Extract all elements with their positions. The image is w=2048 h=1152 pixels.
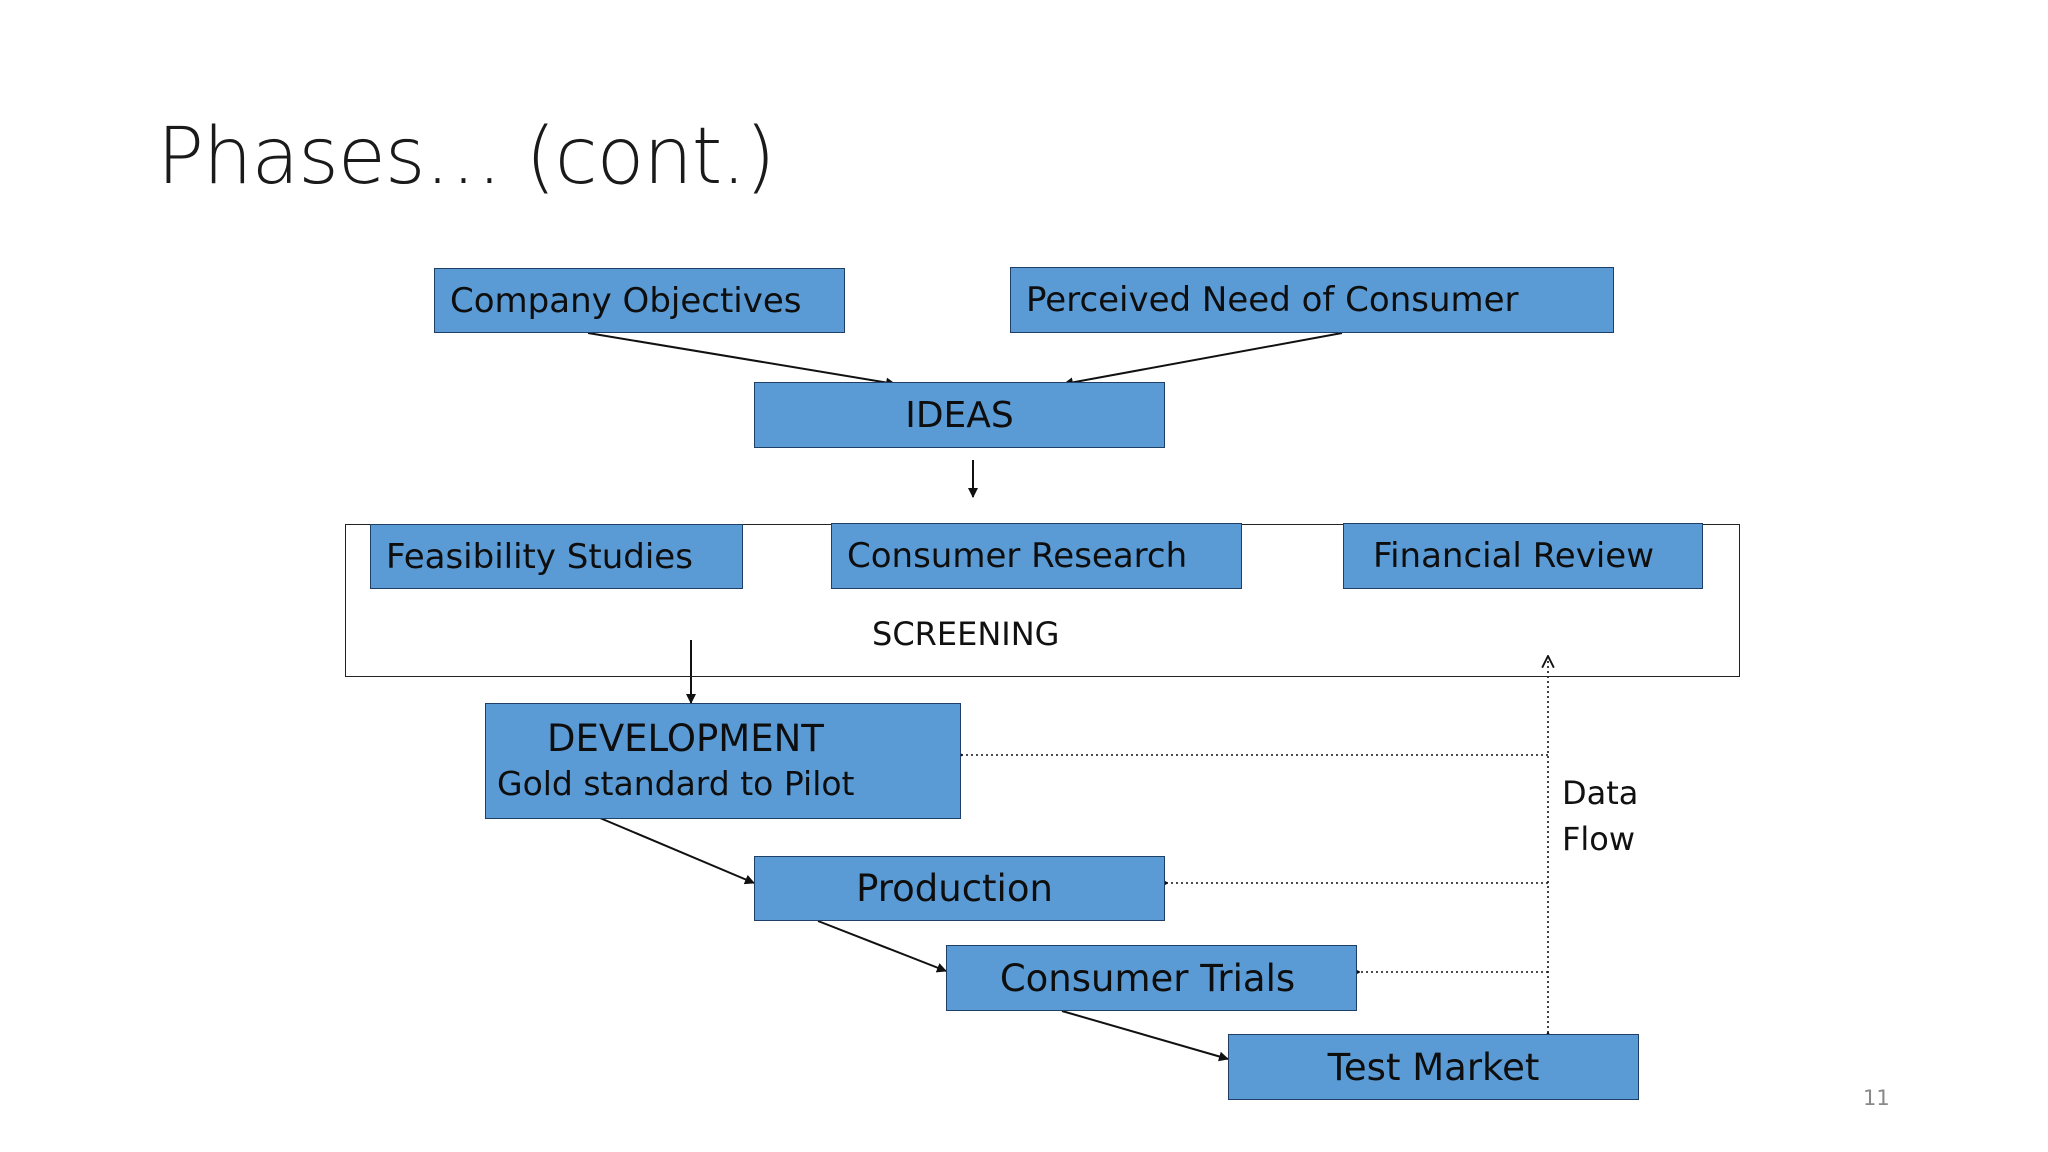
perceived-need-label: Perceived Need of Consumer	[1026, 280, 1519, 320]
feasibility-studies-label: Feasibility Studies	[386, 536, 693, 577]
perceived-need-box: Perceived Need of Consumer	[1010, 267, 1614, 333]
production-box: Production	[754, 856, 1165, 921]
consumer-research-box: Consumer Research	[831, 523, 1242, 589]
development-box: DEVELOPMENT Gold standard to Pilot	[485, 703, 961, 819]
dataflow-label-line1: Data	[1562, 774, 1639, 812]
company-objectives-box: Company Objectives	[434, 268, 845, 333]
arrow-objectives-to-ideas	[587, 332, 896, 388]
arrow-need-to-ideas	[1063, 332, 1343, 388]
financial-review-box: Financial Review	[1343, 523, 1703, 589]
arrow-development-to-production	[599, 817, 755, 885]
arrow-production-to-trials	[817, 920, 947, 973]
ideas-label: IDEAS	[905, 394, 1014, 436]
financial-review-label: Financial Review	[1373, 536, 1654, 576]
test-market-box: Test Market	[1228, 1034, 1639, 1100]
consumer-research-label: Consumer Research	[847, 536, 1188, 576]
production-label: Production	[856, 867, 1053, 910]
slide-title: Phases… (cont.)	[157, 112, 776, 202]
ideas-box: IDEAS	[754, 382, 1165, 448]
development-title: DEVELOPMENT	[547, 717, 824, 761]
arrow-trials-to-testmarket	[1061, 1010, 1229, 1062]
development-subtitle: Gold standard to Pilot	[497, 763, 855, 803]
screening-label: SCREENING	[872, 615, 1060, 653]
dataflow-label-line2: Flow	[1562, 820, 1636, 858]
test-market-label: Test Market	[1327, 1045, 1540, 1089]
consumer-trials-box: Consumer Trials	[946, 945, 1357, 1011]
consumer-trials-label: Consumer Trials	[999, 956, 1296, 1000]
feasibility-studies-box: Feasibility Studies	[370, 524, 743, 589]
page-number: 11	[1863, 1086, 1890, 1110]
dataflow-label: Data Flow	[1562, 770, 1638, 862]
company-objectives-label: Company Objectives	[450, 280, 802, 321]
